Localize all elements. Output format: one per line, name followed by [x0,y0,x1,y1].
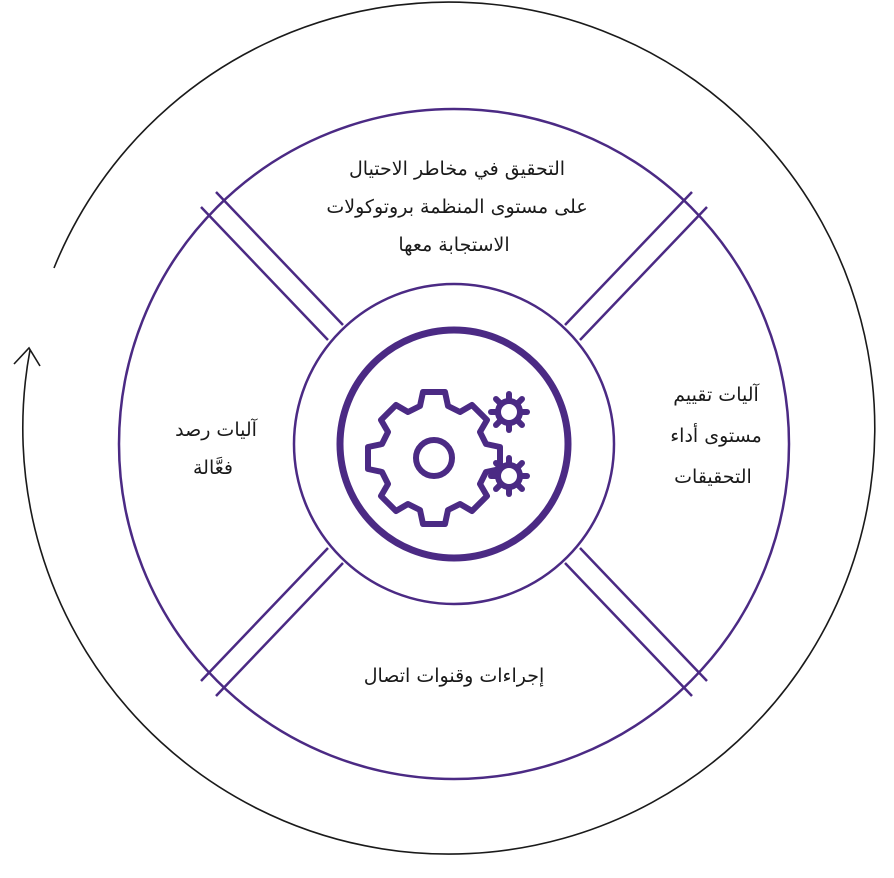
large-gear-hub [413,437,455,479]
cycle-arc [22,1,876,855]
gears-icon [365,389,530,527]
small-gear-top-icon [488,391,530,433]
segment-top-line-3: الاستجابة معها [398,234,509,256]
segment-top-line-1: التحقيق في مخاطر الاحتيال [349,158,565,180]
segment-left-line-1: آليات رصد [175,417,258,441]
segment-left-line-2: فعَّالة [193,457,233,479]
small-gear-bottom-icon [488,455,530,497]
segment-top-text: التحقيق في مخاطر الاحتيال على مستوى المن… [320,158,587,256]
divider-lower-left-b [215,562,344,697]
divider-lower-right-a [579,547,708,682]
segment-left-text: آليات رصد فعَّالة [169,417,258,479]
divider-upper-right-b [579,206,708,341]
large-gear-icon [365,389,503,527]
segment-bottom-text: إجراءات وقنوات اتصال [364,665,545,688]
segment-dividers [200,191,708,697]
cycle-arrowhead [13,346,41,367]
segment-right-text: آليات تقييم مستوى أداء التحقيقات [664,382,762,488]
segment-right-line-3: التحقيقات [674,466,752,488]
divider-lower-left-a [200,547,329,682]
hub-ring [336,326,572,562]
segment-right-line-1: آليات تقييم [673,382,759,406]
divider-upper-left-a [215,191,344,326]
divider-lower-right-b [564,562,693,697]
segment-top-line-2: على مستوى المنظمة بروتوكولات [326,196,587,218]
divider-upper-left-b [200,206,329,341]
segment-bottom-line-1: إجراءات وقنوات اتصال [364,665,545,688]
outer-ring [117,107,791,781]
divider-upper-right-a [564,191,693,326]
cycle-arrow-icon [13,1,876,855]
segment-right-line-2: مستوى أداء [670,423,762,447]
